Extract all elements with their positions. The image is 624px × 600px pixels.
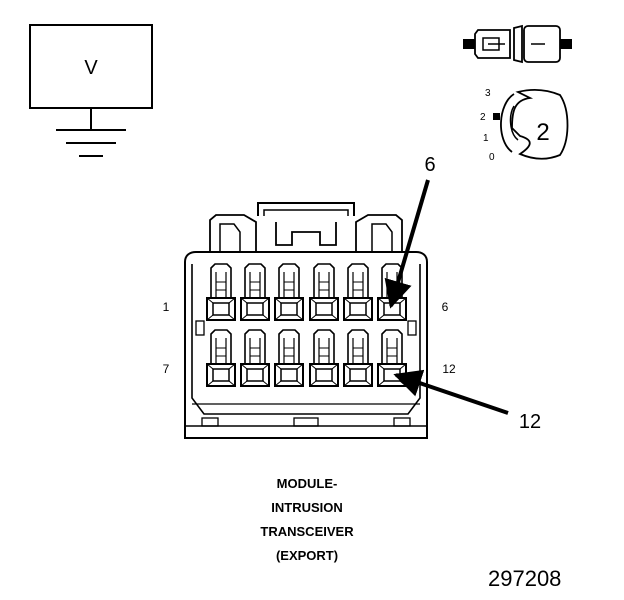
voltage-label: V — [84, 57, 98, 79]
terminal-cavity-10 — [309, 329, 339, 387]
position-level-2: 2 — [480, 112, 486, 123]
figure-number: 297208 — [488, 566, 562, 591]
row2-first-pin-label: 7 — [163, 362, 170, 376]
terminal-cavity-8 — [240, 329, 270, 387]
terminal-cavity-1 — [206, 263, 236, 321]
row1-last-pin-label: 6 — [442, 300, 449, 314]
caption-line-1: MODULE- — [276, 476, 338, 491]
terminal-cavity-7 — [206, 329, 236, 387]
terminal-cavity-9 — [274, 329, 304, 387]
caption-line-2: INTRUSION — [271, 500, 343, 515]
callout-pin-6: 6 — [384, 154, 436, 309]
position-level-3: 3 — [485, 88, 491, 99]
caption-line-3: TRANSCEIVER — [260, 524, 354, 539]
voltage-source-symbol: V — [29, 24, 153, 157]
connector-side-icon — [463, 24, 572, 64]
lock-position-indicator: 3 2 1 0 2 — [480, 88, 569, 163]
callout-pin-12: 12 — [393, 369, 541, 433]
caption-line-4: (EXPORT) — [275, 548, 339, 563]
terminal-cavity-4 — [309, 263, 339, 321]
connector-caption: MODULE- INTRUSION TRANSCEIVER (EXPORT) — [200, 472, 414, 568]
position-level-1: 1 — [483, 133, 489, 144]
row1-first-pin-label: 1 — [163, 300, 170, 314]
terminal-cavities — [206, 263, 407, 387]
callout-pin-6-label: 6 — [424, 154, 435, 176]
selected-position-label: 2 — [536, 119, 549, 146]
row2-last-pin-label: 12 — [442, 362, 456, 376]
terminal-cavity-3 — [274, 263, 304, 321]
terminal-cavity-2 — [240, 263, 270, 321]
position-level-0: 0 — [489, 152, 495, 163]
terminal-cavity-11 — [343, 329, 373, 387]
callout-pin-12-label: 12 — [519, 411, 541, 433]
terminal-cavity-5 — [343, 263, 373, 321]
